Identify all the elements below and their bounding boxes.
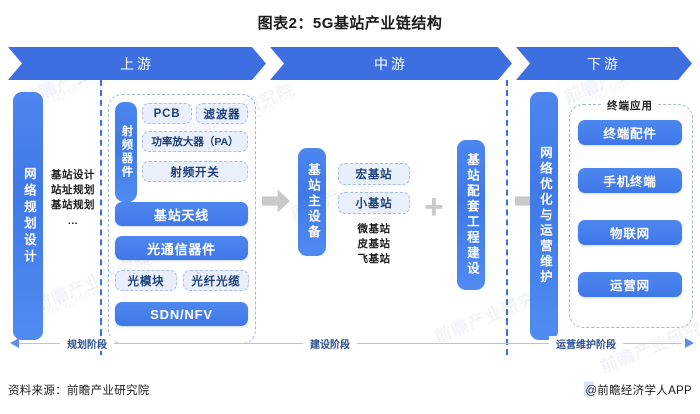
pill-optical-module[interactable]: 光模块 (115, 270, 177, 291)
brand-logo-icon (583, 381, 595, 397)
source-text: 资料来源：前瞻产业研究院 (8, 385, 150, 397)
phase-label-construction: 建设阶段 (303, 336, 357, 351)
network-optimization-ops-bar[interactable]: 网络优化与运营维护 (530, 92, 558, 340)
pill-mobile-terminal[interactable]: 手机终端 (578, 168, 682, 193)
phase-label-operation: 运营维护阶段 (549, 336, 623, 351)
pill-macro-station[interactable]: 宏基站 (338, 163, 410, 185)
network-planning-bar[interactable]: 网络规划设计 (13, 92, 43, 340)
plus-icon: + (424, 188, 444, 226)
axis-tick (506, 318, 508, 336)
banner-segment-midstream[interactable]: 中游 (270, 47, 512, 80)
small-station-detail-text: 微基站 皮基站 飞基站 (357, 223, 391, 266)
main-equipment-bar[interactable]: 基站主设备 (298, 148, 326, 256)
pill-power-amplifier[interactable]: 功率放大器（PA） (142, 131, 248, 152)
phase-label-planning: 规划阶段 (60, 336, 114, 351)
separator-construction-operation (506, 80, 508, 355)
app-attribution: @前瞻经济学人APP (585, 385, 692, 397)
axis-arrow-left-icon (10, 338, 19, 348)
terminal-application-title: 终端应用 (602, 98, 658, 113)
phase-axis: 规划阶段 建设阶段 运营维护阶段 (6, 318, 694, 358)
pill-pcb[interactable]: PCB (142, 103, 192, 124)
banner-segment-downstream[interactable]: 下游 (516, 47, 692, 80)
page-title: 图表2：5G基站产业链结构 (257, 15, 443, 32)
separator-planning-construction (100, 80, 102, 355)
pill-rf-switch[interactable]: 射频开关 (142, 161, 248, 182)
pill-optical-fiber-cable[interactable]: 光纤光缆 (183, 270, 249, 291)
pill-sdn-nfv[interactable]: SDN/NFV (115, 302, 248, 326)
pill-operator-network[interactable]: 运营网 (578, 272, 682, 297)
pill-terminal-accessories[interactable]: 终端配件 (578, 120, 682, 145)
arrow-right-icon (262, 189, 290, 213)
pill-iot[interactable]: 物联网 (578, 220, 682, 245)
pill-filter[interactable]: 滤波器 (196, 103, 248, 124)
planning-detail-text: 基站设计 站址规划 基站规划 … (51, 169, 95, 227)
banner-segment-upstream[interactable]: 上游 (8, 47, 266, 80)
pill-base-station-antenna[interactable]: 基站天线 (115, 202, 248, 226)
value-chain-banner: 上游 中游 下游 (8, 47, 692, 80)
axis-arrow-right-icon (685, 338, 694, 348)
engineering-construction-bar[interactable]: 基站配套工程建设 (457, 140, 485, 290)
pill-small-station[interactable]: 小基站 (338, 192, 410, 214)
rf-components-bar[interactable]: 射频器件 (115, 102, 137, 202)
pill-optical-communication-devices[interactable]: 光通信器件 (115, 236, 248, 260)
axis-tick (100, 318, 102, 336)
